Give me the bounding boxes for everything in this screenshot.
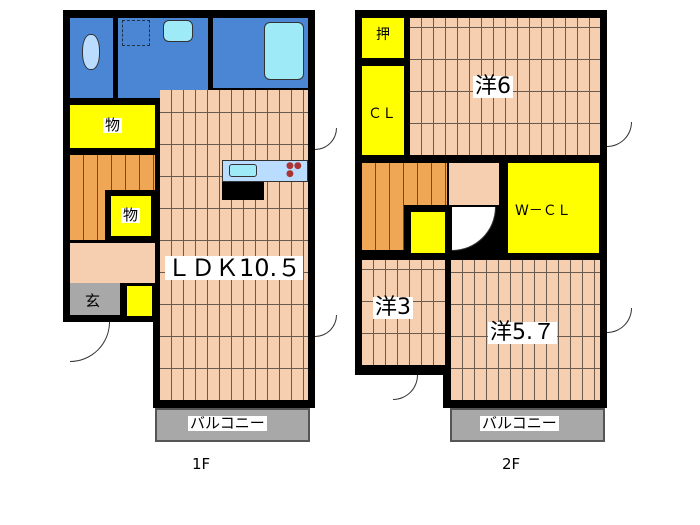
walk-in-closet-label: W－ＣＬ	[515, 203, 571, 219]
storage-label: 物	[121, 206, 141, 224]
walk-in-closet	[508, 163, 599, 253]
floor-caption: 2F	[502, 455, 521, 473]
balcony-label: バルコニー	[188, 414, 267, 432]
western-3-label: 洋3	[373, 295, 413, 320]
balcony	[450, 408, 605, 442]
hallway	[70, 243, 155, 283]
ldk-label: ＬＤＫ10.５	[165, 254, 304, 282]
floor-plan-2f: 押 ＣＬ 洋6 W－ＣＬ 洋3 洋5.７ バルコニー 2F	[355, 10, 632, 473]
storage-label: 物	[103, 116, 123, 134]
sink-icon	[163, 20, 193, 42]
floor-plan-1f: ●●● 物 物 玄 ＬＤＫ10.５ バルコニー 1F	[0, 0, 340, 473]
oshiire-label: 押	[376, 27, 390, 43]
closet-label: ＣＬ	[368, 106, 396, 122]
shoe-cabinet	[127, 286, 152, 316]
oshiire-closet	[362, 18, 404, 58]
kitchen-wall	[222, 182, 264, 200]
hallway	[449, 163, 499, 205]
storage-closet	[411, 212, 445, 253]
room-door[interactable]	[393, 375, 418, 400]
floor-caption: 1F	[192, 455, 211, 473]
window-door	[607, 308, 632, 333]
western-5-7-label: 洋5.７	[488, 320, 557, 345]
closet	[362, 66, 404, 155]
stove-icon: ●●●	[286, 161, 302, 179]
entrance-genkan	[70, 283, 120, 315]
washer-space-icon	[122, 20, 150, 46]
entrance-label: 玄	[85, 292, 101, 310]
bathtub-icon	[264, 22, 304, 80]
balcony-label: バルコニー	[480, 414, 559, 432]
kitchen-sink-icon	[229, 164, 257, 177]
toilet-icon	[82, 34, 100, 70]
western-6-label: 洋6	[473, 74, 513, 99]
ldk-room	[160, 90, 308, 400]
window-door	[607, 122, 632, 147]
